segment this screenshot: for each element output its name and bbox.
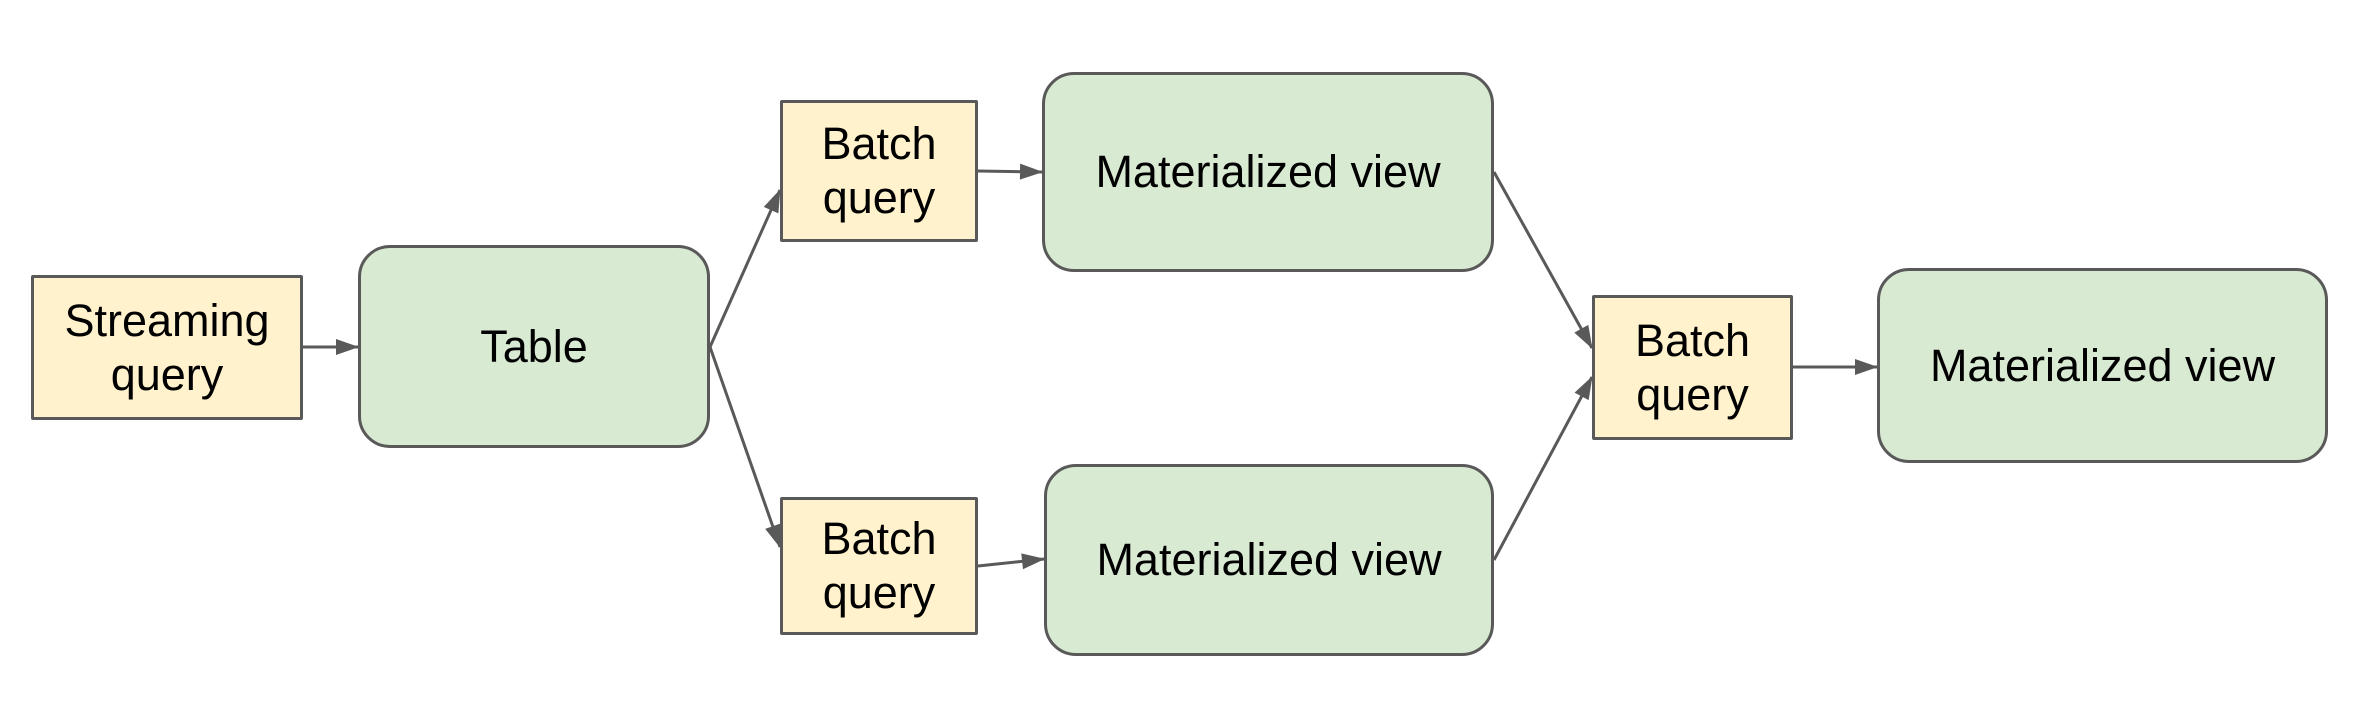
node-batch-query-top-label: Batch query [821,118,937,223]
node-materialized-view-bottom: Materialized view [1044,464,1494,656]
node-materialized-view-right: Materialized view [1877,268,2328,463]
node-table-label: Table [480,320,588,372]
node-streaming-query-label: Streaming query [64,294,270,400]
edge-table-to-batch-query-top [708,189,782,348]
node-batch-query-bottom-label: Batch query [821,513,937,618]
node-batch-query-right-label: Batch query [1634,314,1751,420]
node-batch-query-right: Batch query [1592,295,1793,440]
node-table: Table [358,245,710,448]
edge-batch-query-bottom-to-materialized-view-bottom [977,553,1045,570]
node-streaming-query: Streaming query [31,275,303,420]
node-materialized-view-bottom-label: Materialized view [1096,534,1442,585]
node-batch-query-top: Batch query [780,100,978,242]
node-materialized-view-top: Materialized view [1042,72,1494,272]
node-materialized-view-right-label: Materialized view [1929,339,2276,391]
edge-table-to-batch-query-bottom [708,346,782,548]
edge-batch-query-top-to-materialized-view-top [977,163,1043,180]
node-materialized-view-top-label: Materialized view [1095,146,1441,197]
edge-materialized-view-bottom-to-batch-query-right [1492,376,1594,561]
node-batch-query-bottom: Batch query [780,497,978,635]
edge-materialized-view-top-to-batch-query-right [1492,171,1594,349]
